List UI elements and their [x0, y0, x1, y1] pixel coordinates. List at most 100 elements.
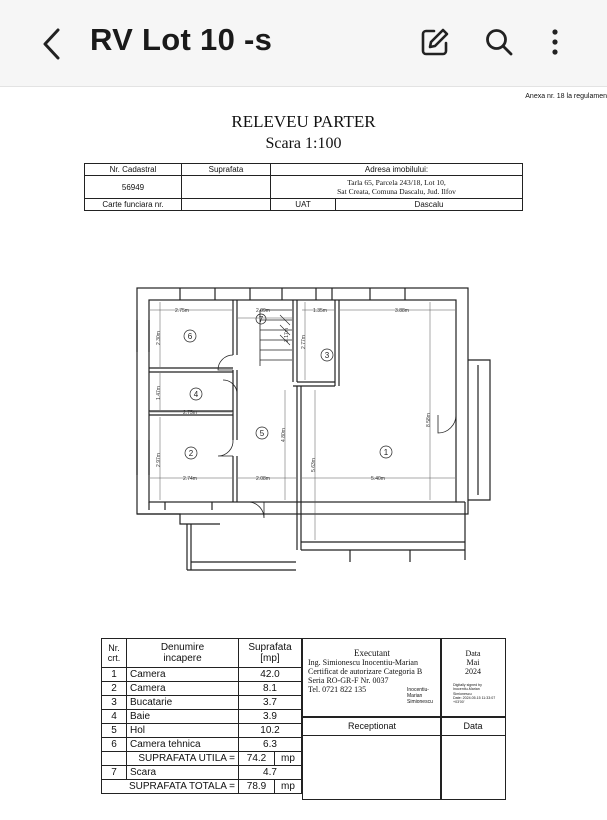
back-button[interactable] [34, 24, 70, 64]
adresa-label: Adresa imobilului: [270, 163, 523, 176]
dim-6: 2.77m [301, 335, 307, 349]
row-name: Camera [126, 681, 239, 696]
header-area: Suprafata [mp] [238, 638, 302, 668]
more-button[interactable] [538, 25, 572, 59]
date-label: Data [465, 649, 481, 658]
header-nr-1: Nr. [108, 643, 120, 653]
signature-line-3: Simionescu [407, 699, 433, 705]
total-row: SUPRAFATA TOTALA = 78.9 mp [101, 779, 302, 794]
suprafata-value [181, 175, 271, 199]
row-area: 3.7 [238, 695, 302, 710]
dim-13: 2.74m [183, 476, 197, 482]
ds-line-2: Inocentiu-Marian [453, 687, 480, 692]
row-name: Baie [126, 709, 239, 724]
annex-note: Anexa nr. 18 la regulamen [525, 93, 607, 100]
row-nr: 2 [101, 681, 127, 696]
util-row: SUPRAFATA UTILA = 74.2 mp [101, 751, 302, 766]
row-name: Camera [126, 667, 239, 682]
floor-plan: 2.75m 2.09m 1.35m 3.88m 2.30m 2.77m 1.47… [136, 287, 491, 571]
receptionat-date-box: Data [440, 716, 506, 800]
row-area: 8.1 [238, 681, 302, 696]
chevron-left-icon [43, 28, 60, 60]
row-nr: 5 [101, 723, 127, 738]
rooms-table: Nr. crt. Denumire incapere Suprafata [mp… [101, 638, 302, 794]
outer-wall-inner [148, 299, 457, 503]
executant-name: Ing. Simionescu Inocentiu-Marian [308, 658, 418, 667]
row-area: 3.9 [238, 709, 302, 724]
total-unit: mp [274, 779, 302, 794]
suprafata-label: Suprafata [181, 163, 271, 176]
dim-10: 8.58m [426, 413, 432, 427]
dim-2: 2.09m [256, 308, 270, 314]
room-3-label: 3 [325, 351, 330, 360]
total-label: SUPRAFATA TOTALA = [101, 779, 239, 794]
date-year: 2024 [465, 667, 481, 676]
row-name: Camera tehnica [126, 737, 239, 752]
header-area-2: [mp] [260, 653, 280, 664]
dim-16: 2.17m [284, 328, 290, 342]
row-nr: 1 [101, 667, 127, 682]
util-empty [101, 751, 127, 766]
row-nr: 4 [101, 709, 127, 724]
uat-value: Dascalu [335, 198, 523, 211]
search-button[interactable] [482, 25, 516, 59]
dim-1: 2.75m [175, 308, 189, 314]
executant-box: Executant Ing. Simionescu Inocentiu-Mari… [302, 638, 442, 718]
header-nr: Nr. crt. [101, 638, 127, 668]
row-nr: 3 [101, 695, 127, 710]
search-icon [486, 29, 513, 56]
document-title: RV Lot 10 -s [90, 22, 273, 57]
row-nr: 6 [101, 737, 127, 752]
dim-12: 5.63m [311, 458, 317, 472]
nr-cadastral-label: Nr. Cadastral [84, 163, 182, 176]
dim-14: 2.08m [256, 476, 270, 482]
ds-line-4: Date: 2024.05.15 11:33:07 [453, 695, 496, 700]
carte-funciara-label: Carte funciara nr. [84, 198, 182, 211]
app-toolbar: RV Lot 10 -s [0, 0, 607, 87]
date-box: Data Mai 2024 Digitally signed by Inocen… [440, 638, 506, 718]
ds-line-1: Digitally signed by [453, 683, 482, 687]
plan-title: RELEVEU PARTER [231, 112, 376, 131]
dim-15: 5.40m [371, 476, 385, 482]
plan-scale: Scara 1:100 [265, 135, 342, 152]
row-nr: 7 [101, 765, 127, 780]
executant-tel: Tel. 0721 822 135 [308, 685, 367, 694]
room-2-label: 2 [189, 449, 194, 458]
executant-seria: Seria RO-GR-F Nr. 0037 [308, 676, 389, 685]
edit-button[interactable] [418, 25, 452, 59]
room-5-label: 5 [260, 429, 265, 438]
uat-label: UAT [270, 198, 336, 211]
signature-name: Inocentiu- Marian Simionescu [407, 687, 433, 705]
ds-line-3: Simionescu [453, 691, 472, 696]
util-unit: mp [274, 751, 302, 766]
header-area-1: Suprafata [248, 642, 292, 653]
signature-line-1: Inocentiu- [407, 687, 429, 693]
dim-4: 3.88m [395, 308, 409, 314]
header-name: Denumire incapere [126, 638, 239, 668]
dim-7: 1.47m [156, 386, 162, 400]
address-line-1: Tarla 65, Parcela 243/18, Lot 10, [347, 178, 446, 187]
room-6-label: 6 [188, 332, 193, 341]
dim-3: 1.35m [313, 308, 327, 314]
carte-funciara-value [181, 198, 271, 211]
address-value: Tarla 65, Parcela 243/18, Lot 10, Sat Cr… [270, 175, 523, 199]
header-name-2: incapere [163, 653, 202, 664]
dim-11: 2.97m [156, 453, 162, 467]
ds-line-5: +03'00' [453, 700, 465, 705]
date-month: Mai [466, 658, 480, 667]
outer-wall-outer [136, 287, 469, 515]
executant-label: Executant [354, 648, 390, 658]
row-name: Hol [126, 723, 239, 738]
room-7-label: 7 [259, 315, 264, 324]
row-area: 10.2 [238, 723, 302, 738]
nr-cadastral-value: 56949 [84, 175, 182, 199]
receptionat-label: Receptionat [303, 721, 441, 736]
row-area: 4.7 [238, 765, 302, 780]
room-1-label: 1 [384, 448, 389, 457]
